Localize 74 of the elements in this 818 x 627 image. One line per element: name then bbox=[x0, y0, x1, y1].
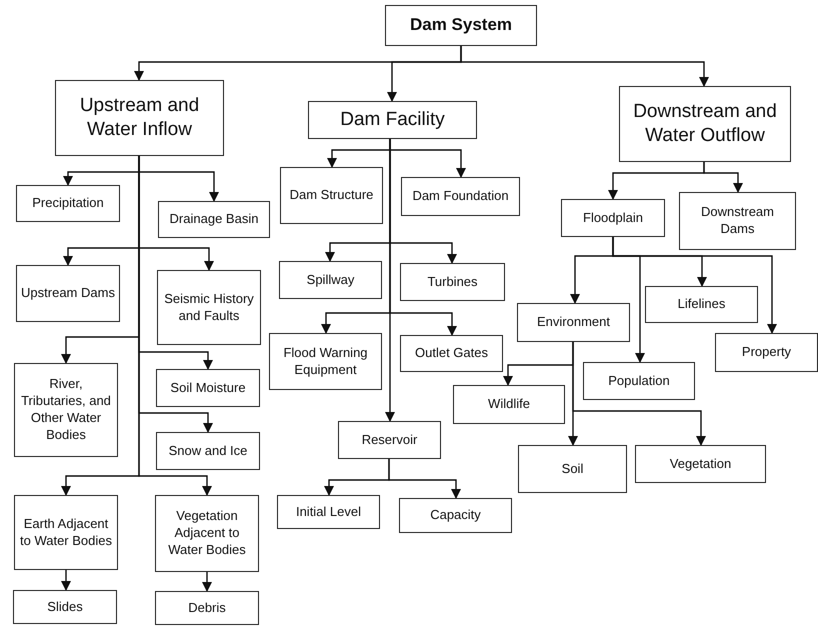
category-box bbox=[338, 421, 441, 459]
category-box bbox=[16, 265, 120, 322]
category-box bbox=[158, 201, 270, 238]
box-label: Environment bbox=[537, 314, 610, 331]
category-box bbox=[155, 591, 259, 625]
category-box bbox=[518, 445, 627, 493]
category-box bbox=[679, 192, 796, 250]
category-box bbox=[269, 333, 382, 390]
category-box bbox=[279, 261, 382, 299]
box-label: Vegetation bbox=[670, 456, 732, 472]
category-box bbox=[400, 263, 505, 301]
box-label: Wildlife bbox=[488, 396, 530, 413]
category-box bbox=[308, 101, 477, 139]
category-box bbox=[55, 80, 224, 156]
box-label: Downstream Dams bbox=[700, 204, 775, 238]
box-label: Seismic History and Faults bbox=[163, 290, 255, 324]
box-label: Flood Warning Equipment bbox=[282, 344, 369, 378]
category-box bbox=[715, 333, 818, 372]
box-label: Dam System bbox=[410, 14, 512, 36]
arrow bbox=[460, 46, 709, 87]
box-label: River, Tributaries, and Other Water Bodies bbox=[20, 376, 112, 444]
arrow bbox=[612, 237, 777, 334]
category-box bbox=[156, 432, 260, 470]
category-box bbox=[16, 185, 120, 222]
category-box bbox=[645, 286, 758, 323]
box-label: Upstream Dams bbox=[21, 285, 115, 302]
box-label: Upstream and Water Inflow bbox=[78, 94, 200, 142]
category-box bbox=[399, 498, 512, 533]
box-label: Lifelines bbox=[678, 296, 726, 313]
box-label: Slides bbox=[47, 598, 83, 616]
category-box bbox=[635, 445, 766, 483]
box-label: Dam Facility bbox=[340, 108, 445, 132]
box-label: Precipitation bbox=[32, 195, 104, 212]
box-label: Turbines bbox=[427, 274, 478, 290]
category-box bbox=[156, 369, 260, 407]
category-box bbox=[14, 363, 118, 457]
category-box bbox=[400, 335, 503, 372]
box-label: Spillway bbox=[306, 272, 354, 288]
box-label: Vegetation Adjacent to Water Bodies bbox=[167, 508, 247, 559]
arrow bbox=[388, 459, 461, 499]
category-box bbox=[14, 495, 118, 570]
category-box bbox=[280, 167, 383, 224]
box-label: Drainage Basin bbox=[170, 211, 258, 228]
category-box bbox=[401, 177, 520, 216]
category-box bbox=[13, 590, 117, 624]
arrow bbox=[202, 572, 212, 592]
arrow bbox=[703, 162, 743, 193]
box-label: Floodplain bbox=[583, 210, 643, 226]
category-box bbox=[277, 495, 380, 529]
category-box bbox=[385, 5, 537, 46]
box-label: Initial Level bbox=[296, 504, 362, 520]
category-box bbox=[157, 270, 261, 345]
box-label: Soil bbox=[562, 460, 584, 478]
box-label: Dam Foundation bbox=[412, 188, 509, 205]
box-label: Outlet Gates bbox=[415, 345, 488, 362]
category-box bbox=[155, 495, 259, 572]
box-label: Property bbox=[742, 344, 792, 361]
category-box bbox=[619, 86, 791, 162]
arrow bbox=[61, 570, 71, 591]
box-label: Reservoir bbox=[362, 432, 418, 448]
category-box bbox=[517, 303, 630, 342]
category-box bbox=[561, 199, 665, 237]
category-box bbox=[583, 362, 695, 400]
arrow bbox=[385, 139, 395, 422]
box-label: Debris bbox=[188, 600, 226, 616]
box-label: Snow and Ice bbox=[168, 442, 248, 460]
arrow bbox=[572, 342, 706, 446]
box-label: Soil Moisture bbox=[170, 380, 246, 396]
box-label: Earth Adjacent to Water Bodies bbox=[19, 516, 113, 550]
box-label: Population bbox=[608, 372, 670, 390]
box-label: Capacity bbox=[430, 507, 481, 524]
box-label: Downstream and Water Outflow bbox=[632, 100, 778, 148]
category-box bbox=[453, 385, 565, 424]
box-label: Dam Structure bbox=[290, 187, 374, 204]
